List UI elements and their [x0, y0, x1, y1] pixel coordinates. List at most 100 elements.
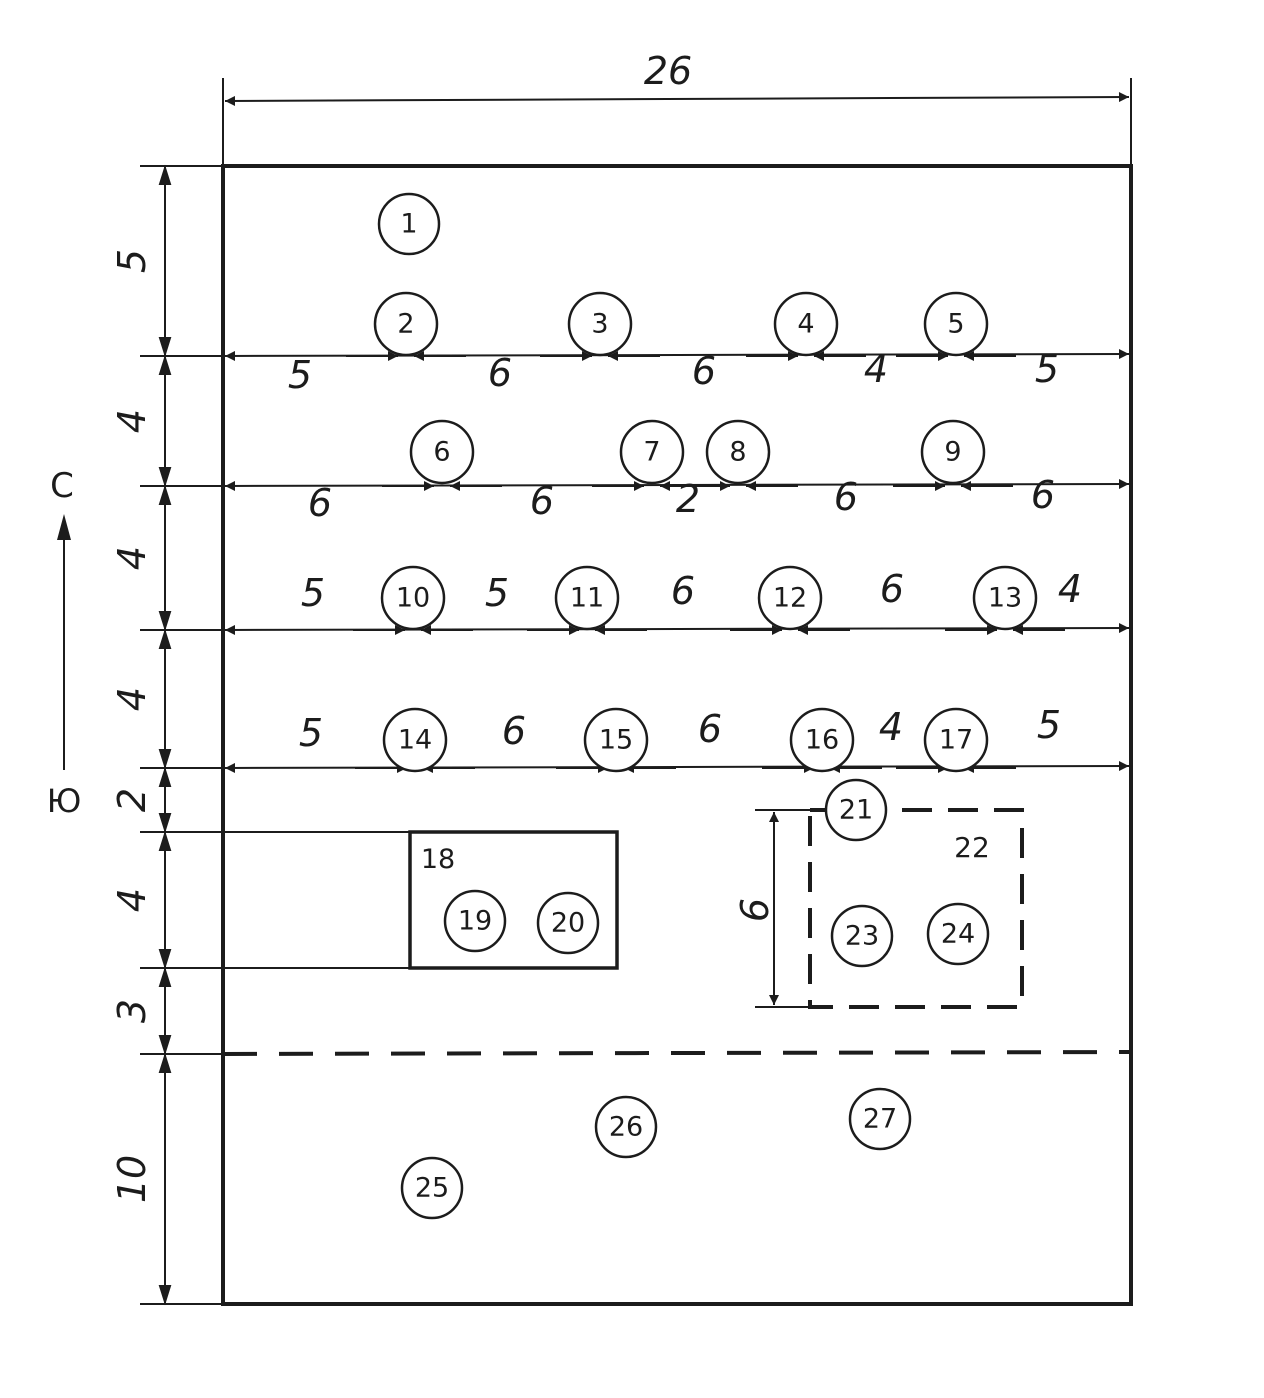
item-circle — [536, 891, 600, 955]
spacing-label: 6 — [488, 351, 512, 395]
item-circle — [773, 291, 839, 357]
item-circle — [554, 565, 620, 631]
item-number: 25 — [415, 1173, 449, 1204]
side-dim-label: 2 — [110, 788, 154, 812]
spacing-label: 6 — [880, 567, 904, 611]
item-number: 27 — [863, 1104, 897, 1135]
item-number: 13 — [988, 583, 1022, 614]
item-circle — [923, 707, 989, 773]
item-number: 3 — [591, 309, 608, 340]
dim-arrow — [158, 749, 172, 770]
item-number: 7 — [643, 437, 660, 468]
item-circle — [757, 565, 823, 631]
item-number: 2 — [397, 309, 414, 340]
width-dimension-line — [224, 92, 1130, 106]
item-number: 4 — [797, 309, 814, 340]
spacing-label: 4 — [1058, 567, 1082, 611]
item-circle — [920, 419, 986, 485]
item-number: 8 — [729, 437, 746, 468]
item-circle — [567, 291, 633, 357]
item-circle — [972, 565, 1038, 631]
zone-22: 6 22 21 23 24 — [733, 778, 1024, 1009]
item-circle — [705, 419, 771, 485]
spacing-label: 5 — [1035, 347, 1059, 391]
spacing-label: 4 — [879, 705, 903, 749]
site-boundary — [221, 164, 1133, 1306]
item-circle — [848, 1087, 912, 1151]
item-1: 1 — [377, 192, 441, 256]
item-circle — [373, 291, 439, 357]
spacing-label: 5 — [485, 571, 509, 615]
dim-arrow — [158, 966, 172, 987]
spacing-label: 2 — [676, 477, 700, 521]
item-circle — [789, 707, 855, 773]
item-number: 24 — [941, 919, 975, 950]
item-number: 20 — [551, 908, 585, 939]
item-number: 26 — [609, 1112, 643, 1143]
item-number: 15 — [599, 725, 633, 756]
dim-arrow — [158, 949, 172, 970]
dim-arrow — [158, 766, 172, 787]
bottom-items: 25 26 27 — [400, 1087, 912, 1220]
room-18: 18 19 20 — [408, 830, 619, 970]
spacing-label: 4 — [864, 347, 888, 391]
item-circle — [824, 778, 888, 842]
item-number: 16 — [805, 725, 839, 756]
dim-arrow — [158, 467, 172, 488]
spacing-label: 6 — [834, 475, 858, 519]
item-number: 11 — [570, 583, 604, 614]
item-number: 6 — [433, 437, 450, 468]
item-circle — [583, 707, 649, 773]
item-number: 19 — [458, 906, 492, 937]
spacing-label: 5 — [301, 571, 325, 615]
side-dim-label: 4 — [110, 409, 154, 433]
spacing-label: 5 — [1037, 703, 1061, 747]
dim-arrow — [158, 1285, 172, 1306]
spacing-label: 6 — [530, 479, 554, 523]
side-dim-label: 5 — [110, 249, 154, 273]
item-number: 21 — [839, 795, 873, 826]
item-circle — [400, 1156, 464, 1220]
compass-arrowhead — [57, 514, 71, 540]
dim-arrow — [158, 611, 172, 632]
spacing-label: 5 — [288, 353, 312, 397]
overall-width-label: 26 — [644, 49, 692, 93]
zone-22-dim-label: 6 — [733, 898, 777, 922]
dim-arrow — [158, 628, 172, 649]
zone-22-label: 22 — [954, 831, 990, 864]
side-dimension-chain: 5 4 4 4 2 4 3 10 — [110, 164, 410, 1306]
item-circle — [830, 904, 894, 968]
item-number: 14 — [398, 725, 432, 756]
spacing-label: 5 — [299, 711, 323, 755]
item-number: 23 — [845, 921, 879, 952]
item-number: 17 — [939, 725, 973, 756]
dim-arrow — [158, 813, 172, 834]
item-number: 1 — [400, 209, 417, 240]
dashed-division-line — [222, 1050, 1132, 1056]
item-circle — [409, 419, 475, 485]
spacing-label: 6 — [692, 349, 716, 393]
item-circle — [619, 419, 685, 485]
dim-arrow — [158, 1035, 172, 1056]
item-circle — [923, 291, 989, 357]
item-circle — [382, 707, 448, 773]
dim-arrow — [158, 830, 172, 851]
item-circle — [380, 565, 446, 631]
item-number: 10 — [396, 583, 430, 614]
compass-north-label: С — [50, 466, 74, 506]
side-dim-label: 10 — [110, 1155, 154, 1203]
spacing-label: 6 — [308, 481, 332, 525]
side-dim-label: 3 — [110, 999, 154, 1023]
item-circle — [377, 192, 441, 256]
side-dim-label: 4 — [110, 687, 154, 711]
room-18-outline — [408, 830, 619, 970]
north-arrow: С Ю — [47, 466, 82, 820]
room-18-label: 18 — [421, 844, 455, 875]
item-circle — [594, 1095, 658, 1159]
